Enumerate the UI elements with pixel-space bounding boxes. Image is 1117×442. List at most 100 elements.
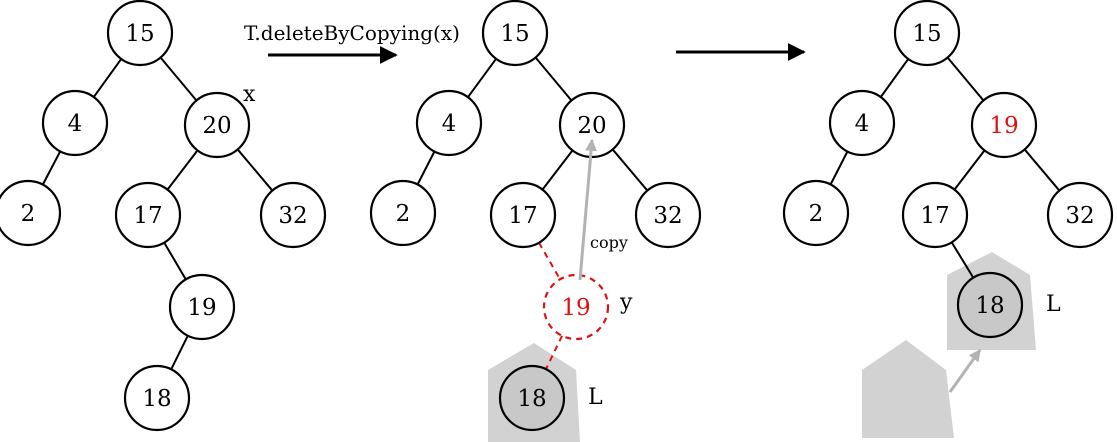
node-4: 4 [415, 89, 483, 157]
node-circle [970, 91, 1038, 159]
node-label: 17 [508, 203, 537, 229]
node-circle [369, 179, 437, 247]
node-17: 17 [901, 181, 969, 249]
edge-17-19 [163, 242, 187, 280]
node-circle [634, 181, 702, 249]
node-label: 2 [809, 201, 824, 227]
subtree-move-arrow [948, 349, 982, 393]
tree-before: 15 4 20 x 2 17 32 19 18 [0, 0, 327, 432]
node-label: 19 [187, 295, 216, 321]
node-19: 19 [970, 91, 1038, 159]
node-circle [415, 89, 483, 157]
node-32: 32 [1046, 181, 1114, 249]
node-label: 18 [517, 386, 546, 412]
edge-4-2 [416, 151, 436, 185]
node-4: 4 [828, 89, 896, 157]
edge-20-32 [611, 148, 649, 192]
node-17: 17 [489, 181, 557, 249]
node-circle [901, 181, 969, 249]
node-19: 19 y [542, 273, 633, 341]
node-17: 17 [114, 181, 182, 249]
node-label: 18 [142, 386, 171, 412]
node-circle [106, 0, 174, 67]
node-label: 2 [21, 201, 36, 227]
edge-15-20 [159, 56, 198, 102]
node-circle [893, 0, 961, 67]
node-32: 32 [259, 181, 327, 249]
node-label: 32 [653, 203, 682, 229]
node-circle [542, 273, 610, 341]
node-label: 20 [202, 113, 231, 139]
node-15: 15 [893, 0, 961, 67]
edge-17-18 [950, 241, 975, 279]
node-circle [123, 364, 191, 432]
node-circle [168, 273, 236, 341]
copy-label: copy [590, 233, 628, 252]
node-label: 32 [1065, 203, 1094, 229]
node-label: 2 [396, 201, 411, 227]
edge-15-4 [92, 58, 123, 98]
node-label: 4 [442, 111, 457, 137]
node-label: 32 [278, 203, 307, 229]
node-tag-L: L [1046, 292, 1061, 317]
node-label: 17 [920, 203, 949, 229]
edge-4-2 [41, 150, 62, 186]
node-tag-L: L [588, 385, 603, 410]
node-label: 15 [500, 21, 529, 47]
copy-arrow [578, 138, 598, 281]
node-15: 15 [481, 0, 549, 67]
node-circle [1046, 181, 1114, 249]
node-circle [183, 91, 251, 159]
edge-17-19 [538, 242, 561, 280]
edge-19-32 [1023, 148, 1061, 192]
node-label: 18 [975, 293, 1004, 319]
node-label: 15 [125, 21, 154, 47]
node-label: 15 [912, 21, 941, 47]
node-19: 19 [168, 273, 236, 341]
node-label: 19 [989, 113, 1018, 139]
edge-20-17 [166, 149, 199, 191]
subtree-shape-after-previous [862, 340, 954, 438]
node-tag-y: y [619, 290, 633, 315]
node-18: 18 [123, 364, 191, 432]
tree-after: 15 4 19 2 17 32 18 L [782, 0, 1114, 339]
node-20: 20 x [183, 82, 256, 159]
node-label: 4 [855, 111, 870, 137]
operation-label: T.deleteByCopying(x) [244, 21, 460, 45]
node-2: 2 [0, 179, 62, 247]
node-circle [956, 271, 1024, 339]
edge-19-17 [953, 149, 986, 191]
node-2: 2 [782, 179, 850, 247]
edge-20-17 [541, 149, 574, 191]
tree-during: 15 4 20 2 17 32 19 y 18 L [369, 0, 702, 432]
edge-19-18 [170, 335, 189, 370]
node-18: 18 L [956, 271, 1061, 339]
node-32: 32 [634, 181, 702, 249]
node-circle [828, 89, 896, 157]
node-2: 2 [369, 179, 437, 247]
node-circle [114, 181, 182, 249]
node-label: 17 [133, 203, 162, 229]
node-circle [41, 89, 109, 157]
node-label: 4 [68, 111, 83, 137]
node-circle [259, 181, 327, 249]
edge-20-32 [236, 148, 274, 192]
edge-15-4 [467, 58, 497, 98]
edge-15-4 [879, 58, 910, 98]
edge-4-2 [829, 151, 849, 185]
node-4: 4 [41, 89, 109, 157]
node-15: 15 [106, 0, 174, 67]
node-label: 19 [561, 295, 590, 321]
node-circle [782, 179, 850, 247]
node-tag-x: x [243, 82, 256, 107]
edge-15-20 [534, 56, 573, 102]
node-18: 18 L [498, 364, 603, 432]
node-label: 20 [577, 113, 606, 139]
edge-15-19 [946, 56, 985, 102]
node-circle [498, 364, 566, 432]
node-circle [489, 181, 557, 249]
node-circle [481, 0, 549, 67]
node-circle [0, 179, 62, 247]
